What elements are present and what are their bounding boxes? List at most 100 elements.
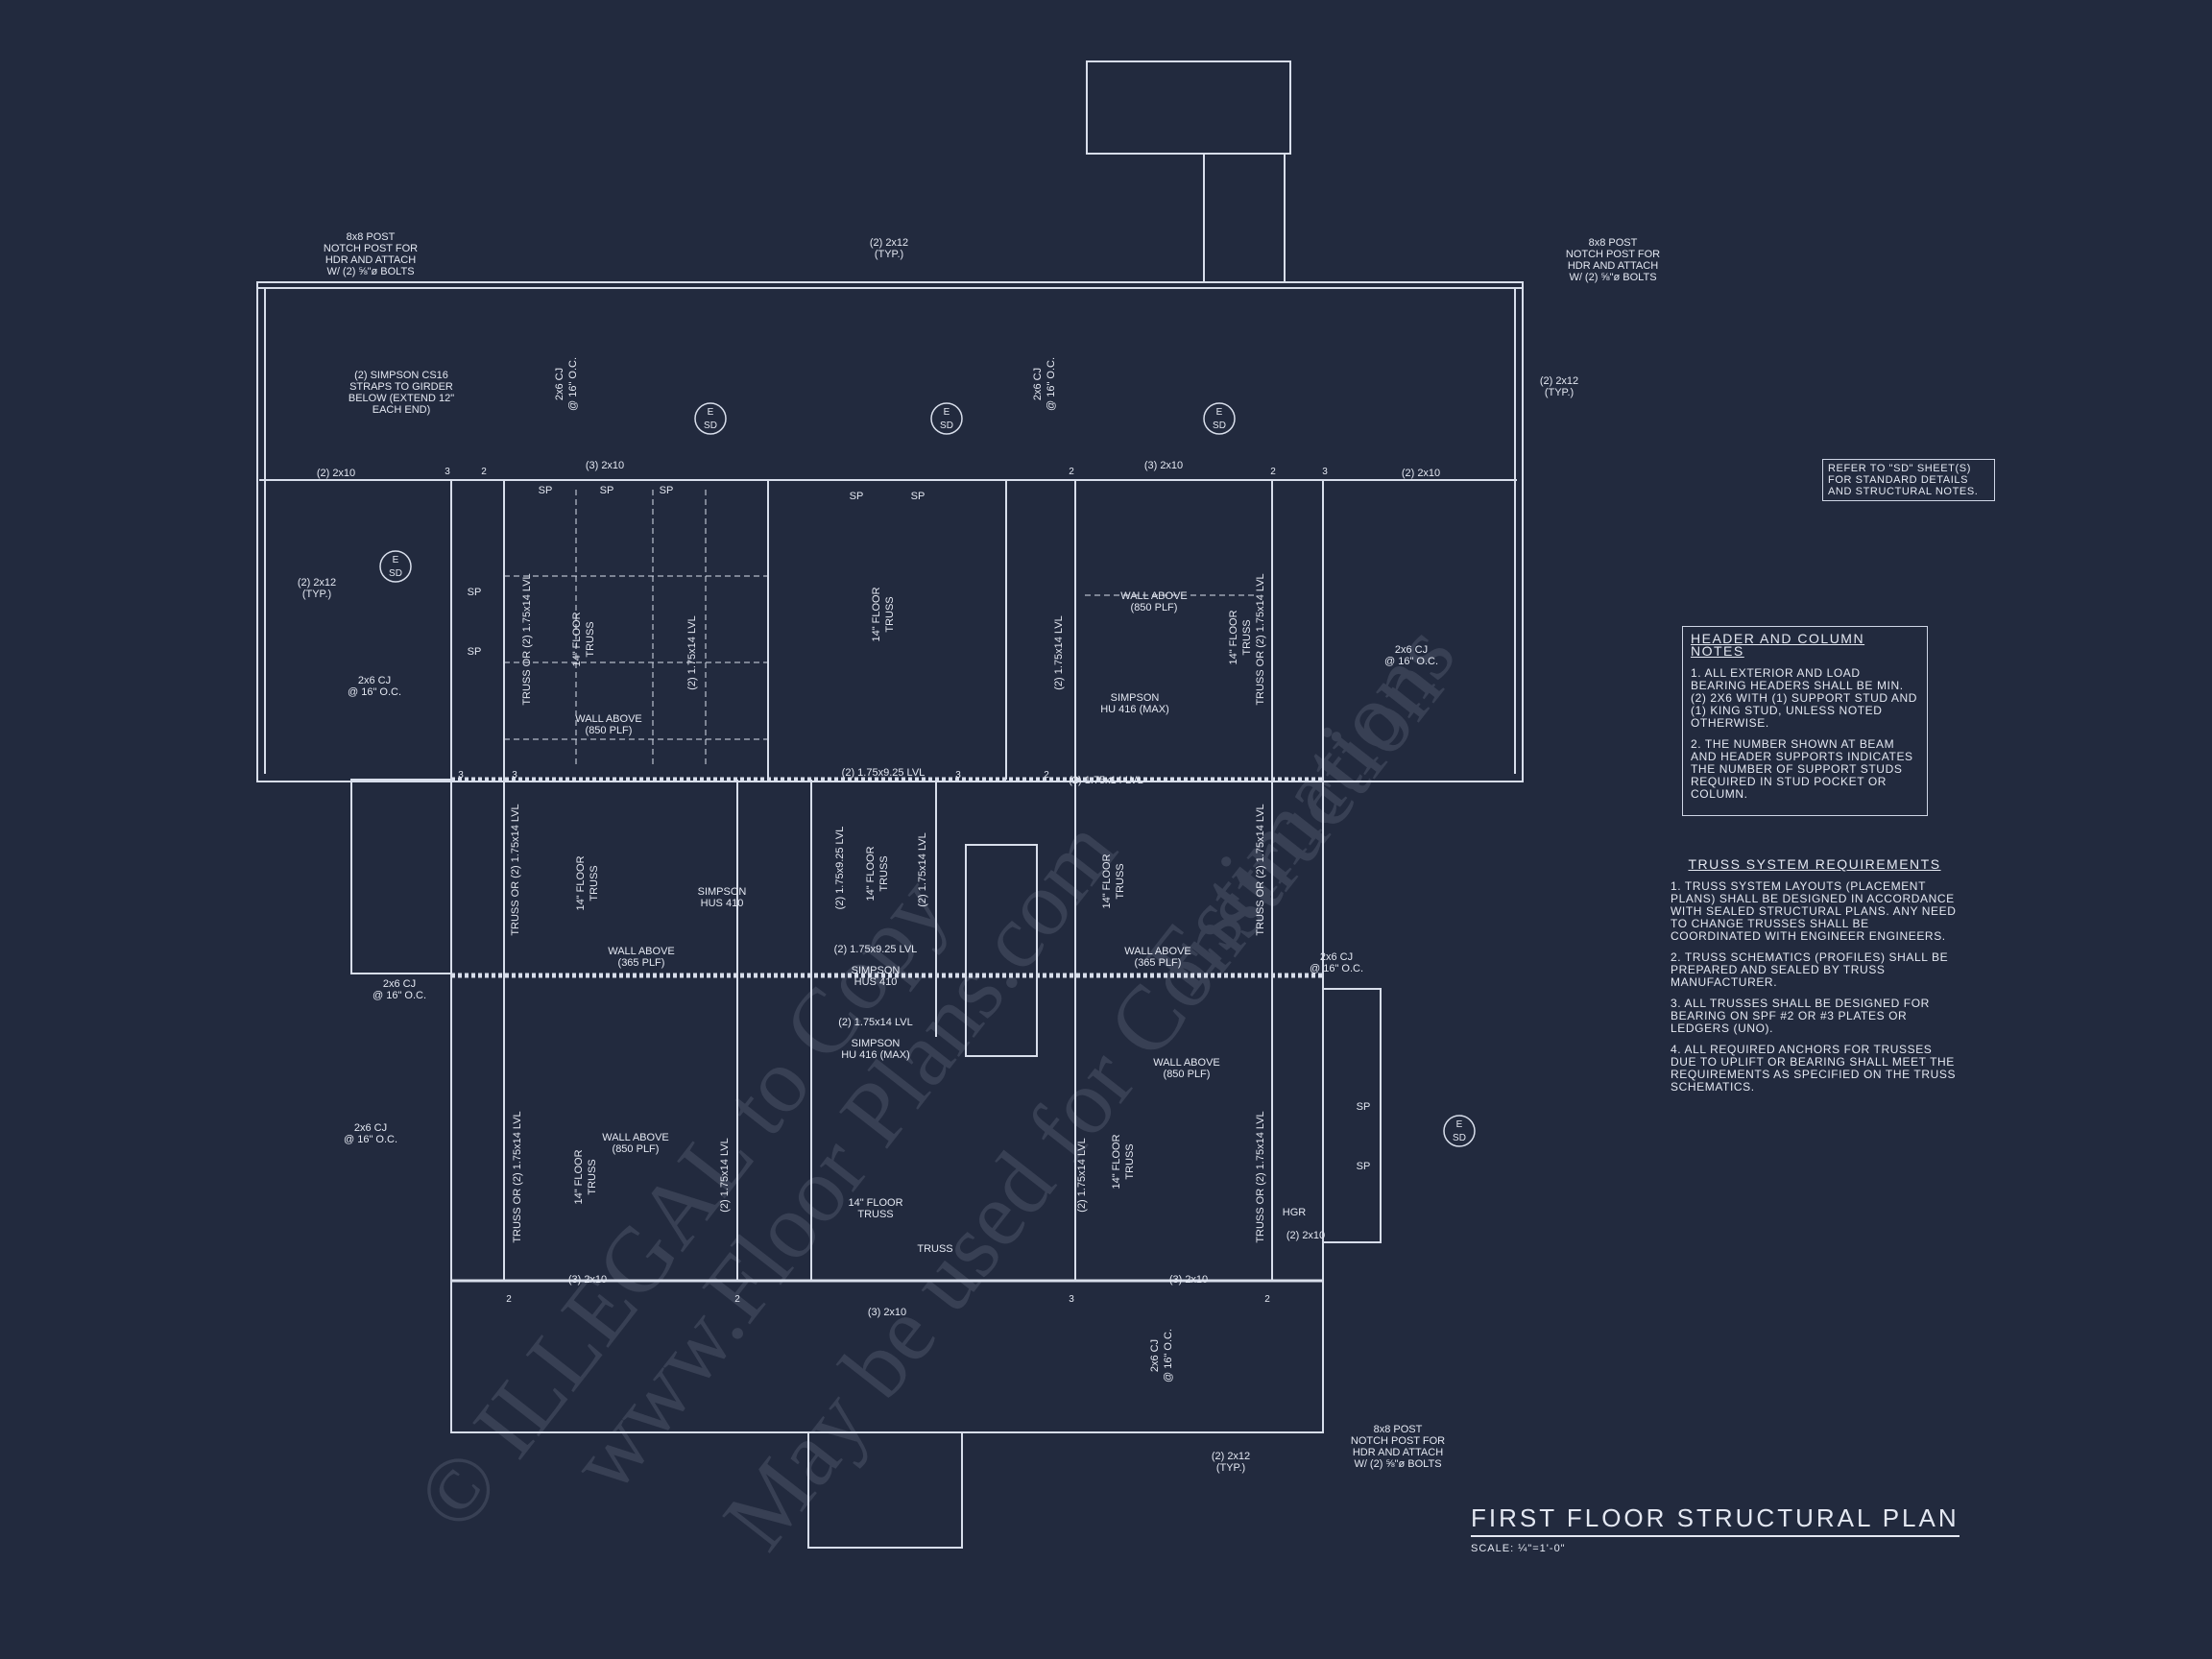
strap-note-1: (2) SIMPSON CS16 bbox=[354, 370, 448, 381]
lvl-14-mid: (2) 1.75x14 LVL bbox=[838, 1017, 912, 1028]
wall-above-f: WALL ABOVE bbox=[602, 1132, 669, 1143]
section-e-a: E bbox=[708, 407, 714, 418]
stud-count: 2 bbox=[1270, 467, 1276, 477]
lvl-925-mid: (2) 1.75x9.25 LVL bbox=[834, 944, 918, 955]
section-marker-b bbox=[930, 402, 963, 435]
header-2x12-bottom-typ: (TYP.) bbox=[1216, 1462, 1245, 1474]
lvl-v2: (2) 1.75x14 LVL bbox=[1053, 615, 1065, 689]
section-sd-a: SD bbox=[704, 421, 717, 431]
truss-or-lvl-v4: TRUSS OR (2) 1.75x14 LVL bbox=[1255, 804, 1266, 935]
cj-vertical-b-oc: @ 16" O.C. bbox=[1046, 357, 1057, 411]
sp-6: SP bbox=[468, 587, 482, 598]
simpson-hus-2-model: HUS 410 bbox=[854, 976, 898, 988]
post-note-right-2: NOTCH POST FOR bbox=[1566, 249, 1660, 260]
simpson-hu-1-model: HU 416 (MAX) bbox=[1100, 704, 1169, 715]
truss-or-lvl-v5: TRUSS OR (2) 1.75x14 LVL bbox=[512, 1111, 523, 1242]
cj-vertical-a-oc: @ 16" O.C. bbox=[567, 357, 579, 411]
floor-truss-v7-2: TRUSS bbox=[587, 1159, 598, 1194]
cj-right: 2x6 CJ bbox=[1395, 644, 1428, 656]
header-notes-title: HEADER AND COLUMN NOTES bbox=[1691, 631, 1865, 659]
wall-above-d-plf: (365 PLF) bbox=[1135, 957, 1182, 969]
post-note-bottom-2: NOTCH POST FOR bbox=[1351, 1435, 1445, 1447]
header-2x12-right-typ: (TYP.) bbox=[1545, 387, 1574, 398]
sp-9: SP bbox=[1357, 1161, 1371, 1172]
stud-count: 2 bbox=[1069, 467, 1074, 477]
cj-side: 2x6 CJ bbox=[1320, 951, 1353, 963]
sp-3: SP bbox=[660, 485, 674, 496]
sp-7: SP bbox=[468, 646, 482, 658]
stud-count: 3 bbox=[955, 770, 961, 781]
cj-vertical-c: 2x6 CJ bbox=[1149, 1339, 1161, 1372]
scale-label: SCALE: ¼"=1'-0" bbox=[1471, 1543, 1566, 1554]
section-e-c: E bbox=[1216, 407, 1223, 418]
post-note-bottom-4: W/ (2) ⅝"ø BOLTS bbox=[1354, 1458, 1441, 1470]
stud-count: 2 bbox=[481, 467, 487, 477]
header-3x10-a: (3) 2x10 bbox=[586, 460, 624, 471]
wall-above-c-plf: (365 PLF) bbox=[618, 957, 665, 969]
floor-truss-v5: 14" FLOOR bbox=[865, 846, 877, 901]
post-note-left-2: NOTCH POST FOR bbox=[324, 243, 418, 254]
header-3x10-b: (3) 2x10 bbox=[1144, 460, 1183, 471]
post-note-right-4: W/ (2) ⅝"ø BOLTS bbox=[1569, 272, 1656, 283]
lvl-v5: (2) 1.75x14 LVL bbox=[719, 1138, 731, 1212]
sp-1: SP bbox=[539, 485, 553, 496]
refer-note: REFER TO "SD" SHEET(S) FOR STANDARD DETA… bbox=[1822, 459, 1995, 501]
truss-or-lvl-v3: TRUSS OR (2) 1.75x14 LVL bbox=[510, 804, 521, 935]
section-sd-d: SD bbox=[389, 568, 402, 579]
wall-above-e: WALL ABOVE bbox=[1153, 1057, 1220, 1069]
lvl-v1: (2) 1.75x14 LVL bbox=[686, 615, 698, 689]
lvl-925-top: (2) 1.75x9.25 LVL bbox=[842, 767, 926, 779]
header-2x12-right: (2) 2x12 bbox=[1540, 375, 1578, 387]
post-note-left-4: W/ (2) ⅝"ø BOLTS bbox=[326, 266, 414, 277]
section-sd-e: SD bbox=[1453, 1133, 1466, 1143]
floor-truss-v1-2: TRUSS bbox=[884, 596, 896, 632]
rear-stair bbox=[1086, 60, 1291, 155]
header-2x12-bottom: (2) 2x12 bbox=[1212, 1451, 1250, 1462]
header-3x10-c: (3) 2x10 bbox=[568, 1274, 607, 1286]
walls bbox=[256, 60, 1524, 1549]
refer-note-text: REFER TO "SD" SHEET(S) FOR STANDARD DETA… bbox=[1828, 463, 1979, 497]
truss-or-lvl-v2: TRUSS OR (2) 1.75x14 LVL bbox=[1255, 573, 1266, 705]
truss-note-2: 2. TRUSS SCHEMATICS (PROFILES) SHALL BE … bbox=[1671, 950, 1949, 989]
floor-truss-v6: 14" FLOOR bbox=[1101, 854, 1113, 908]
floor-truss-a: 14" FLOOR bbox=[848, 1197, 902, 1209]
simpson-hus-1-model: HUS 410 bbox=[701, 898, 744, 909]
simpson-hu-2: SIMPSON bbox=[852, 1038, 901, 1049]
cj-west: 2x6 CJ bbox=[383, 978, 416, 990]
header-3x10-d: (3) 2x10 bbox=[1169, 1274, 1208, 1286]
stud-count: 3 bbox=[445, 467, 450, 477]
cj-vertical-a: 2x6 CJ bbox=[554, 368, 565, 400]
wall-above-a-plf: (850 PLF) bbox=[586, 725, 633, 736]
header-2x12-left-typ: (TYP.) bbox=[302, 589, 331, 600]
truss-note-4: 4. ALL REQUIRED ANCHORS FOR TRUSSES DUE … bbox=[1671, 1043, 1957, 1094]
wall-above-c: WALL ABOVE bbox=[608, 946, 675, 957]
strap-note-2: STRAPS TO GIRDER bbox=[349, 381, 453, 393]
truss-or-lvl-v6: TRUSS OR (2) 1.75x14 LVL bbox=[1255, 1111, 1266, 1242]
stud-count: 2 bbox=[506, 1294, 512, 1305]
sp-5: SP bbox=[911, 491, 926, 502]
floor-truss-v1: 14" FLOOR bbox=[871, 587, 882, 641]
cj-southwest: 2x6 CJ bbox=[354, 1122, 387, 1134]
section-sd-c: SD bbox=[1213, 421, 1226, 431]
stud-count: 3 bbox=[512, 770, 517, 781]
lvl-v4: (2) 1.75x14 LVL bbox=[917, 832, 928, 906]
wall-above-f-plf: (850 PLF) bbox=[613, 1143, 660, 1155]
sp-4: SP bbox=[850, 491, 864, 502]
lvl-14-top: (2) 1.75x14 LVL bbox=[1069, 775, 1142, 786]
simpson-hus-1: SIMPSON bbox=[698, 886, 747, 898]
wall-above-a: WALL ABOVE bbox=[575, 713, 642, 725]
section-e-e: E bbox=[1456, 1119, 1463, 1130]
floor-truss-v4-2: TRUSS bbox=[589, 865, 600, 901]
front-stair bbox=[807, 1431, 963, 1549]
cj-left-oc: @ 16" O.C. bbox=[348, 686, 401, 698]
stud-count: 3 bbox=[458, 770, 464, 781]
section-e-b: E bbox=[944, 407, 950, 418]
simpson-hus-2: SIMPSON bbox=[852, 965, 901, 976]
header-column-notes: HEADER AND COLUMN NOTES 1. ALL EXTERIOR … bbox=[1682, 626, 1928, 816]
section-markers bbox=[379, 402, 1476, 1147]
stud-count: 3 bbox=[1069, 1294, 1074, 1305]
header-2x12-top-typ: (TYP.) bbox=[875, 249, 903, 260]
header-note-1: 1. ALL EXTERIOR AND LOAD BEARING HEADERS… bbox=[1691, 666, 1918, 730]
floor-truss-a-2: TRUSS bbox=[857, 1209, 893, 1220]
sp-8: SP bbox=[1357, 1101, 1371, 1113]
